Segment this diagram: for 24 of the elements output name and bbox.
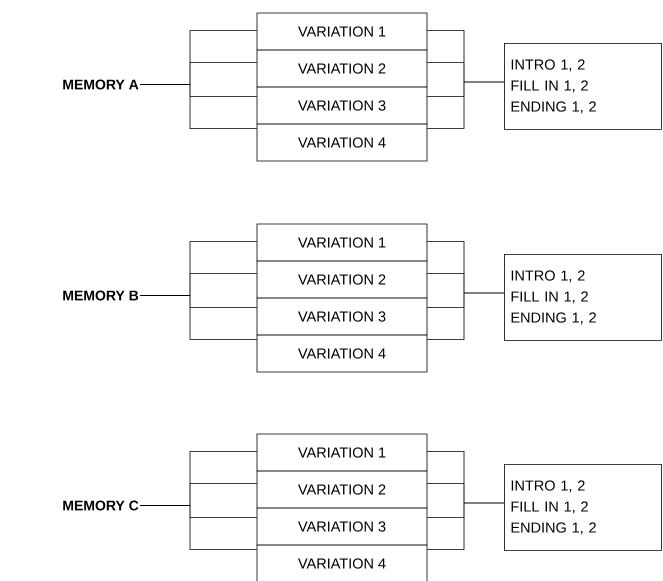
variation-box: VARIATION 3 xyxy=(256,508,428,546)
memory-label: MEMORY C xyxy=(63,500,138,510)
connector-line xyxy=(140,84,257,129)
connector-line xyxy=(140,505,257,550)
memory-label: MEMORY B xyxy=(63,290,138,300)
connector-line xyxy=(427,292,504,340)
pattern-box: INTRO 1, 2 FILL IN 1, 2 ENDING 1, 2 xyxy=(504,464,662,551)
variation-box: VARIATION 3 xyxy=(256,298,428,336)
variation-box: VARIATION 4 xyxy=(256,334,428,372)
variation-box: VARIATION 3 xyxy=(256,86,428,124)
variation-box: VARIATION 2 xyxy=(256,260,428,298)
memory-label: MEMORY A xyxy=(63,80,138,90)
variation-box: VARIATION 2 xyxy=(256,470,428,508)
variation-box: VARIATION 1 xyxy=(256,434,428,472)
variation-box: VARIATION 1 xyxy=(256,12,428,50)
variation-box: VARIATION 4 xyxy=(256,124,428,162)
connector-line xyxy=(427,502,504,550)
variation-box: VARIATION 1 xyxy=(256,224,428,262)
connector-line xyxy=(140,295,257,340)
pattern-box: INTRO 1, 2 FILL IN 1, 2 ENDING 1, 2 xyxy=(504,254,662,341)
pattern-box: INTRO 1, 2 FILL IN 1, 2 ENDING 1, 2 xyxy=(504,43,662,130)
variation-box: VARIATION 2 xyxy=(256,50,428,88)
variation-box: VARIATION 4 xyxy=(256,544,428,581)
connector-line xyxy=(427,82,504,129)
